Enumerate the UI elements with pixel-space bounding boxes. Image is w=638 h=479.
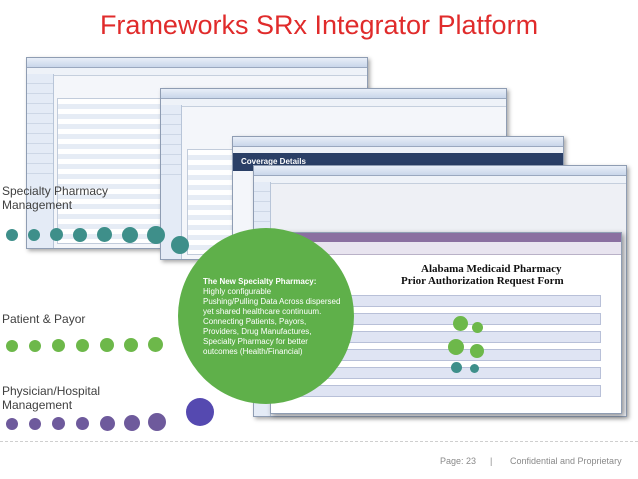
- sidebar: [27, 74, 54, 248]
- window-titlebar: [233, 137, 563, 147]
- sidebar: [161, 105, 182, 259]
- circle-line-1: Highly configurable: [203, 287, 272, 296]
- menu-bar: [27, 68, 367, 76]
- specialty-pharmacy-circle: [178, 228, 354, 404]
- form-title: Alabama Medicaid Pharmacy: [421, 263, 562, 275]
- footer-divider: [0, 441, 638, 443]
- coverage-title: Coverage Details: [241, 157, 306, 166]
- pdf-toolbar: [271, 242, 621, 255]
- pdf-titlebar: [271, 233, 621, 242]
- confidential-note: Confidential and Proprietary: [510, 456, 622, 466]
- prior-authorization-form: Alabama Medicaid Pharmacy Prior Authoriz…: [270, 232, 622, 414]
- payor-label: Patient & Payor: [2, 312, 86, 326]
- form-row[interactable]: [291, 367, 601, 379]
- patient-list-table: [57, 98, 167, 244]
- circle-line-2: Pushing/Pulling Data Across dispersed ye…: [203, 297, 341, 316]
- footer-separator: |: [490, 456, 493, 466]
- circle-text: The New Specialty Pharmacy: Highly confi…: [203, 277, 343, 357]
- form-subtitle: Prior Authorization Request Form: [401, 275, 564, 287]
- page-number: Page: 23: [440, 456, 477, 466]
- circle-heading: The New Specialty Pharmacy:: [203, 277, 317, 286]
- window-titlebar: [27, 58, 367, 68]
- menu-bar: [254, 176, 626, 184]
- slide-title: Frameworks SRx Integrator Platform: [99, 10, 539, 40]
- form-row[interactable]: [291, 385, 601, 397]
- window-titlebar: [161, 89, 506, 99]
- physician-label: Physician/Hospital Management: [2, 384, 101, 412]
- circle-line-3: Connecting Patients, Payors, Providers, …: [203, 317, 312, 356]
- menu-bar: [161, 99, 506, 107]
- window-titlebar: [254, 166, 626, 176]
- specialty-label: Specialty Pharmacy Management: [2, 184, 109, 212]
